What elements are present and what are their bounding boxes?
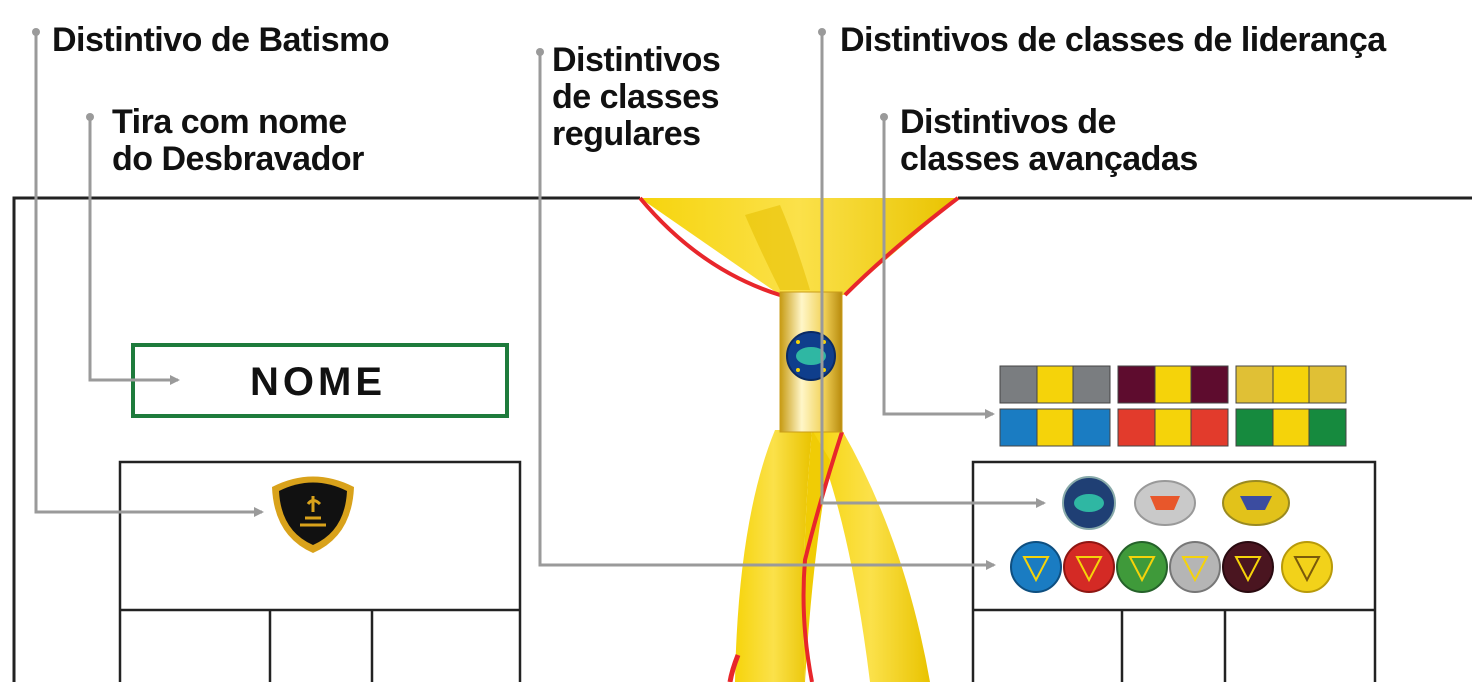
label-classes-regulares: Distintivos de classes regulares [552,41,721,153]
regular-class-badges [1010,541,1333,593]
callout-tira-nome [86,113,180,385]
leadership-badge-2 [1134,480,1196,526]
left-pocket [118,460,522,682]
advanced-bar-red [1117,408,1229,447]
sda-emblem-icon [786,331,836,381]
callout-lines [32,28,1046,570]
leadership-class-badges [1062,476,1290,530]
shirt-outline [12,196,1472,682]
leadership-badge-3 [1222,480,1290,526]
callout-classes-lideranca [818,28,1046,508]
label-classes-lideranca: Distintivos de classes de liderança [840,21,1386,59]
name-strip: NOME [131,343,509,418]
regular-badge-blue [1010,541,1062,593]
scarf [638,196,960,682]
label-tira-nome: Tira com nome do Desbravador [112,103,364,178]
advanced-bar-gray [999,365,1111,404]
callout-batismo [32,28,264,517]
regular-badge-yellow [1281,541,1333,593]
advanced-bar-wine [1117,365,1229,404]
name-strip-text: NOME [250,360,386,404]
regular-badge-red [1063,541,1115,593]
shield-icon [272,476,354,553]
regular-badge-wine [1222,541,1274,593]
label-classes-avancadas: Distintivos de classes avançadas [900,103,1198,178]
advanced-bar-green [1235,408,1347,447]
regular-badge-silver [1169,541,1221,593]
label-distintivo-batismo: Distintivo de Batismo [52,21,390,59]
advanced-class-bars [999,365,1347,447]
callout-classes-regulares [536,48,996,570]
callout-classes-avancadas [880,113,995,419]
advanced-bar-blue [999,408,1111,447]
scarf-ring [779,291,843,433]
leadership-badge-1 [1062,476,1116,530]
regular-badge-green [1116,541,1168,593]
advanced-bar-gold [1235,365,1347,404]
right-pocket [971,460,1377,682]
